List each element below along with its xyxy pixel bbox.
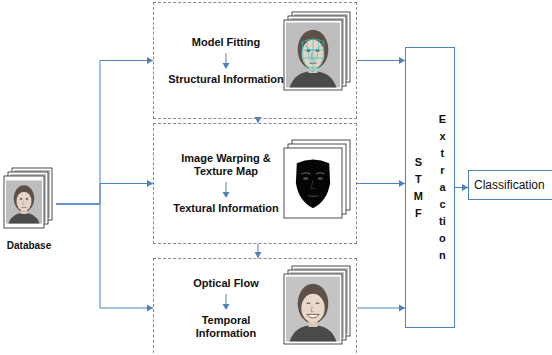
- node-text: Model Fitting: [192, 36, 260, 49]
- inner-arrow: [221, 52, 231, 70]
- process-box: STMF Extraction: [405, 47, 455, 328]
- connector-line: [357, 183, 405, 184]
- texture-map-image-stack: [284, 140, 350, 218]
- dashed-group-box: Optical FlowTemporal Information: [153, 258, 357, 355]
- connector-line: [357, 308, 405, 309]
- node-text: Database: [2, 240, 56, 252]
- node-text: Temporal Information: [186, 314, 266, 340]
- connector: [357, 305, 405, 312]
- connector-line: [357, 60, 405, 61]
- connector: [56, 180, 153, 204]
- node-text: Extraction: [439, 111, 446, 264]
- model-fitting-image-stack: [284, 12, 350, 90]
- database-image-stack: [4, 168, 52, 228]
- connector-line: [56, 184, 153, 205]
- connector: [455, 184, 468, 191]
- node-text: Classification: [474, 178, 545, 192]
- dashed-group-box: Model FittingStructural Information: [153, 2, 357, 119]
- image-stack-node: Database: [2, 164, 56, 252]
- process-box: Classification: [468, 170, 552, 200]
- connector: [357, 57, 405, 64]
- text-column: Model FittingStructural Information: [160, 3, 292, 118]
- connector-line: [56, 204, 153, 308]
- node-text: Image Warping & Texture Map: [180, 152, 272, 178]
- connector: [357, 180, 405, 187]
- dashed-group-box: Image Warping & Texture MapTextural Info…: [153, 123, 357, 244]
- inner-arrow: [221, 293, 231, 311]
- connector: [56, 57, 153, 204]
- node-text: Optical Flow: [193, 277, 258, 290]
- text-column: Image Warping & Texture MapTextural Info…: [160, 124, 292, 243]
- connector: [255, 244, 262, 258]
- node-text: Structural Information: [168, 73, 284, 86]
- connector-line: [56, 61, 153, 205]
- node-text: STMF: [414, 154, 423, 222]
- text-column: Optical FlowTemporal Information: [160, 259, 292, 355]
- node-text: Textural Information: [173, 202, 279, 215]
- connector: [56, 204, 153, 312]
- optical-flow-image-stack: [284, 266, 350, 344]
- inner-arrow: [221, 181, 231, 199]
